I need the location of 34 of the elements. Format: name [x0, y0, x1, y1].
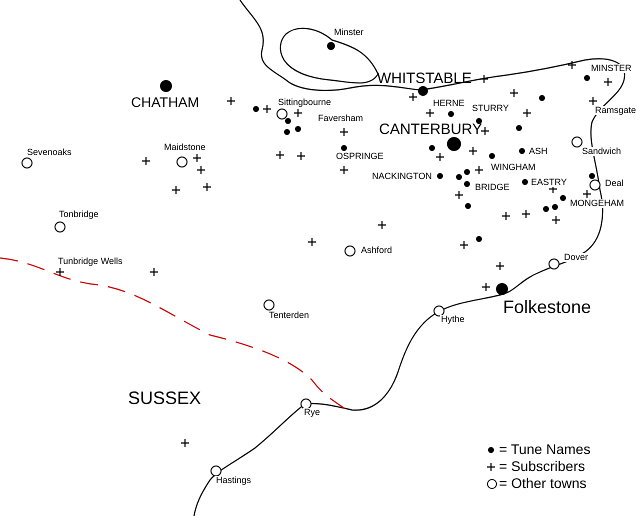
place-label: WHITSTABLE	[377, 71, 472, 86]
place-label: OSPRINGE	[335, 152, 385, 161]
place-label: HERNE	[432, 99, 466, 108]
place-label: Tonbridge	[58, 210, 100, 219]
place-label: Tenterden	[268, 311, 310, 320]
place-label: Hythe	[440, 315, 466, 324]
place-label: NACKINGTON	[371, 172, 433, 181]
place-label: WINGHAM	[490, 163, 536, 172]
place-label: BRIDGE	[474, 183, 511, 192]
place-label: Hastings	[215, 476, 252, 485]
place-label: MONGEHAM	[569, 199, 625, 208]
place-label: Tunbridge Wells	[57, 257, 124, 266]
place-label: Folkestone	[503, 298, 592, 316]
place-label: Ashford	[360, 246, 394, 255]
place-label: MINSTER	[590, 64, 632, 73]
place-label: Rye	[303, 408, 322, 417]
place-label: EASTRY	[530, 178, 568, 187]
place-label: Deal	[604, 179, 625, 188]
place-label: Sandwich	[581, 147, 622, 156]
place-label: Maidstone	[163, 143, 207, 152]
place-label: Dover	[563, 253, 590, 262]
legend-label: = Tune Names	[499, 442, 590, 456]
legend-label: = Subscribers	[499, 459, 585, 473]
place-label: Minster	[333, 28, 365, 37]
place-label: STURRY	[471, 104, 510, 113]
place-label: ASH	[528, 147, 549, 156]
place-label: Faversham	[317, 114, 364, 123]
place-label: Sevenoaks	[26, 148, 73, 157]
place-label: CANTERBURY	[379, 122, 482, 137]
place-label: CHATHAM	[131, 95, 200, 109]
place-label: Ramsgate	[594, 106, 638, 115]
legend-label: = Other towns	[499, 476, 587, 490]
place-label: SUSSEX	[128, 389, 202, 407]
place-label: Sittingbourne	[277, 98, 332, 107]
